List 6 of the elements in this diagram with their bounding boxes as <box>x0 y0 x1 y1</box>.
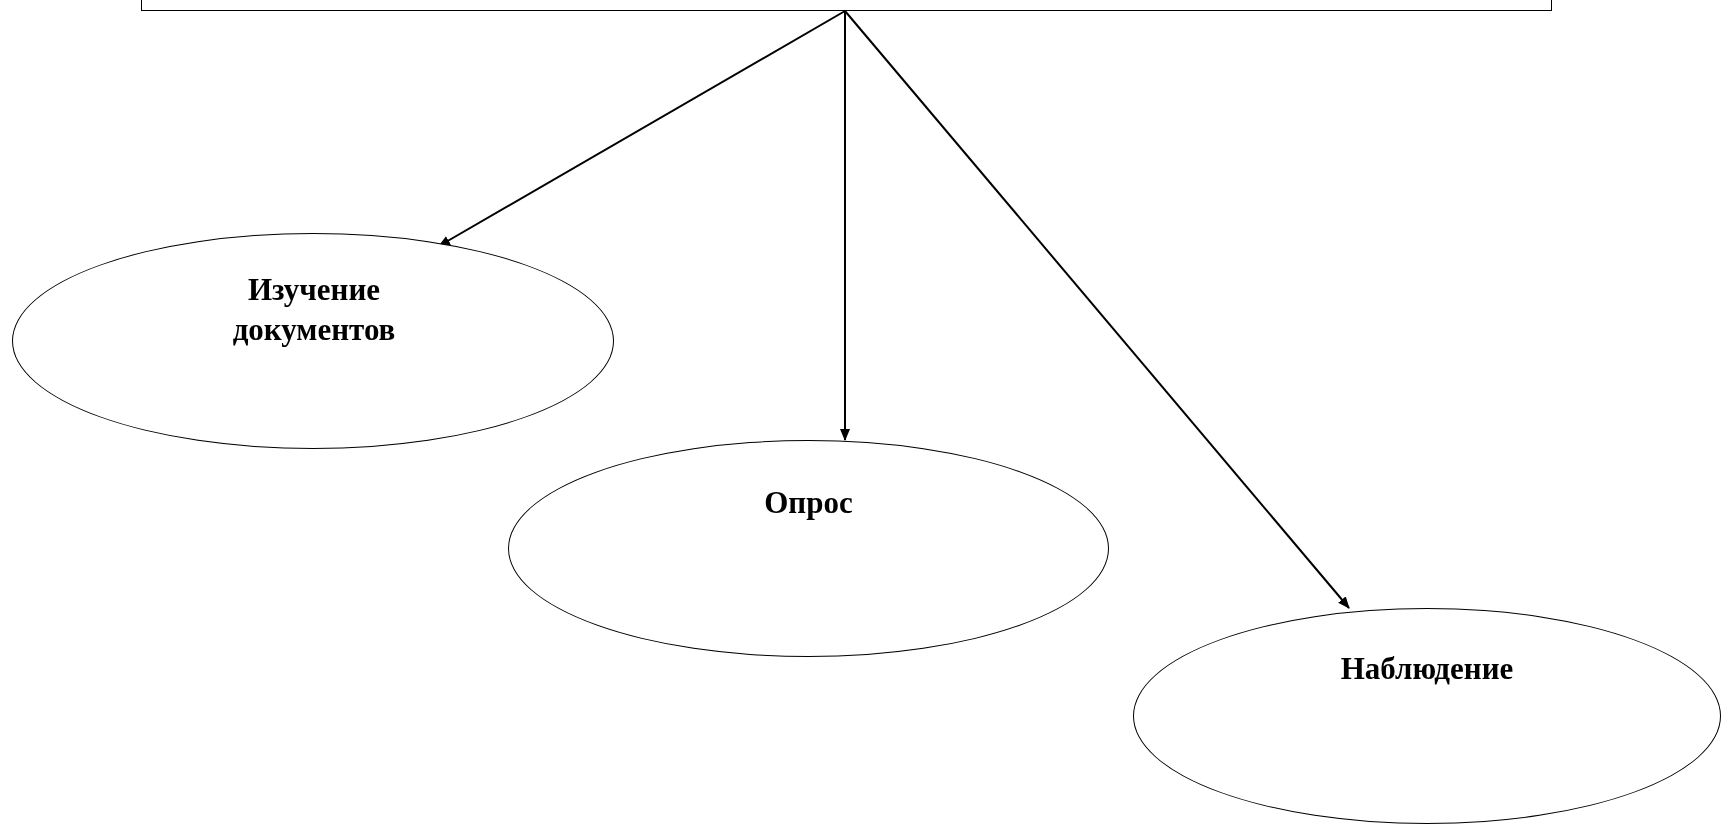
node-label: Опрос <box>763 484 854 522</box>
node-label: Изучение документов <box>231 271 397 349</box>
arrow <box>438 10 846 247</box>
arrow <box>840 10 850 441</box>
node-label: Наблюдение <box>1339 650 1515 688</box>
arrow <box>844 10 1350 609</box>
